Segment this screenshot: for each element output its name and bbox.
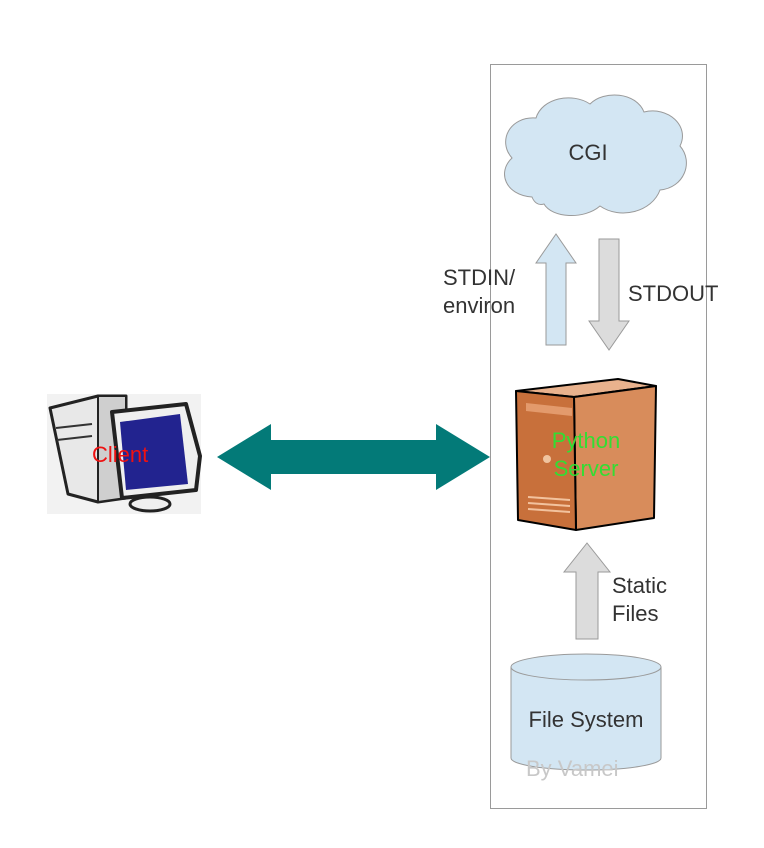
file-system-label: File System [528,707,644,732]
server-side-box [490,64,707,809]
cgi-cloud-shape [504,94,687,217]
file-system-cylinder [510,653,662,771]
stdout-arrow [588,238,630,351]
static-label-line1: Static [612,573,668,598]
stdin-environ-label: STDIN/ environ [443,264,515,320]
stdin-label-line2: environ [443,293,516,318]
stdout-label: STDOUT [628,281,719,306]
static-files-arrow [562,542,612,640]
python-server-label: Python Server [538,427,634,483]
stdin-label-line1: STDIN/ [443,265,516,290]
static-label-line2: Files [612,601,659,626]
python-server-icon [515,378,657,531]
static-files-label: Static Files [612,572,667,628]
cgi-label: CGI [568,140,608,165]
client-server-double-arrow [217,424,490,490]
client-label: Client [92,442,149,467]
server-label-line1: Python [551,428,621,453]
client-computer-icon [47,394,202,514]
server-label-line2: Server [553,456,619,481]
stdin-arrow [535,233,577,346]
credit-label: By Vamei [526,756,619,781]
